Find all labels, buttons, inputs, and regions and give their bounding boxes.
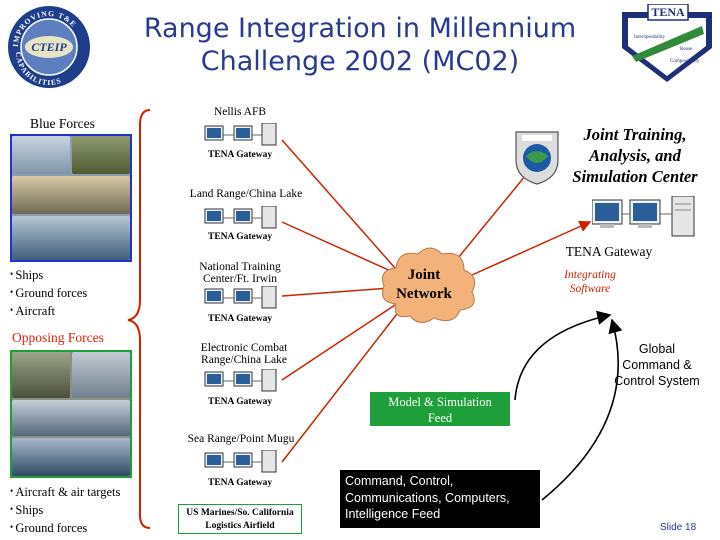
list-item: Ships [10, 501, 120, 519]
photo-jet [12, 136, 70, 174]
jtasc-emblem [510, 126, 564, 186]
slide-number: Slide 18 [660, 522, 697, 533]
opposing-forces-list: Aircraft & air targets Ships Ground forc… [10, 483, 120, 537]
global-c2-line-1: Global [638, 342, 676, 356]
c4i-box: Command, Control, Communications, Comput… [340, 470, 540, 528]
model-sim-line-2: Feed [427, 411, 453, 425]
photo-aircraft [72, 352, 130, 398]
blue-forces-label: Blue Forces [30, 116, 95, 131]
link-nellis [281, 139, 396, 269]
list-item: Ground forces [10, 284, 87, 302]
gateway-label-sea-range: TENA Gateway [208, 478, 273, 488]
arrow-model-sim [514, 310, 612, 401]
blue-forces-box [10, 134, 132, 262]
global-c2-line-3: Control System [614, 374, 700, 388]
model-sim-box: Model & Simulation Feed [370, 392, 510, 426]
photo-ship [12, 216, 130, 260]
usmc-line-2: Logistics Airfield [205, 521, 275, 531]
site-sea-range: Sea Range/Point Mugu [187, 433, 295, 445]
gateway-icon [204, 205, 280, 232]
joint-center-label: Joint Training, Analysis, and Simulation… [552, 124, 718, 187]
list-item: Aircraft & air targets [10, 483, 120, 501]
joint-center-line-3: Simulation Center [572, 167, 698, 186]
gateway-icon [204, 285, 280, 312]
gateway-icon [204, 449, 280, 476]
gateway-label-china-lake: TENA Gateway [208, 232, 273, 242]
joint-network-cloud [376, 242, 480, 328]
site-ntc-line-2: Center/Ft. Irwin [202, 273, 278, 285]
center-gateway-label: TENA Gateway [565, 244, 653, 259]
site-ecr: Electronic Combat Range/China Lake [184, 342, 304, 366]
global-c2-line-2: Command & [622, 358, 692, 372]
gateway-label-ecr: TENA Gateway [208, 397, 273, 407]
network-line-1: Joint [407, 267, 441, 283]
photo-carrier [12, 400, 130, 436]
network-line-2: Network [396, 286, 452, 302]
global-c2-label: Global Command & Control System [598, 341, 716, 389]
link-jtasc [457, 169, 531, 259]
link-ecr [281, 304, 396, 381]
integrating-line-2: Software [569, 283, 611, 295]
photo-tank [72, 136, 130, 174]
gateway-icon [204, 122, 280, 149]
gateway-label-ntc: TENA Gateway [208, 314, 273, 324]
c4i-line-3: Intelligence Feed [345, 507, 441, 521]
tena-banner: TENA [651, 5, 685, 19]
photo-vehicles [12, 176, 130, 214]
link-ntc [281, 287, 391, 297]
cteip-logo: IMPROVING T&E CAPABILITIES CTEIP [6, 4, 92, 90]
link-china-lake [281, 221, 394, 273]
list-item: Aircraft [10, 302, 87, 320]
c4i-line-1: Command, Control, [345, 474, 454, 488]
link-sea-range [281, 309, 401, 463]
blue-forces-list: Ships Ground forces Aircraft [10, 266, 87, 320]
tena-word-1: Interoperability [634, 35, 666, 40]
usmc-box: US Marines/So. California Logistics Airf… [178, 504, 302, 534]
arrow-c4i [541, 318, 623, 501]
list-item: Ground forces [10, 519, 120, 537]
opposing-forces-label: Opposing Forces [12, 330, 104, 345]
tena-logo: TENA Interoperability Reuse Composabilit… [618, 3, 716, 84]
site-ntc-line-1: National Training [199, 261, 281, 273]
photo-fleet [12, 438, 130, 476]
list-item: Ships [10, 266, 87, 284]
opposing-forces-box [10, 350, 132, 478]
forces-brace [127, 109, 151, 529]
integrating-line-1: Integrating [564, 269, 616, 281]
joint-center-line-1: Joint Training, [583, 125, 687, 144]
model-sim-line-1: Model & Simulation [388, 395, 492, 409]
site-ntc: National Training Center/Ft. Irwin [184, 261, 296, 285]
gateway-label-nellis: TENA Gateway [208, 150, 273, 160]
site-ecr-line-1: Electronic Combat [200, 342, 288, 354]
page-title: Range Integration in Millennium Challeng… [130, 12, 590, 78]
site-china-lake: Land Range/China Lake [189, 188, 303, 200]
tena-word-3: Composability [670, 59, 700, 64]
gateway-icon [204, 368, 280, 395]
link-center [471, 220, 592, 276]
integrating-software-label: Integrating Software [552, 268, 628, 296]
usmc-line-1: US Marines/So. California [186, 508, 294, 518]
site-ecr-line-2: Range/China Lake [201, 354, 287, 366]
title-line-2: Challenge 2002 (MC02) [200, 46, 520, 77]
center-workstations-icon [591, 195, 702, 242]
title-line-1: Range Integration in Millennium [143, 13, 577, 44]
photo-helicopter [12, 352, 70, 398]
joint-center-line-2: Analysis, and [589, 146, 681, 165]
tena-word-2: Reuse [680, 47, 693, 52]
joint-network-label: Joint Network [376, 266, 472, 304]
c4i-line-2: Communications, Computers, [345, 490, 510, 505]
logo-badge: CTEIP [31, 40, 67, 54]
site-nellis: Nellis AFB [213, 106, 267, 118]
